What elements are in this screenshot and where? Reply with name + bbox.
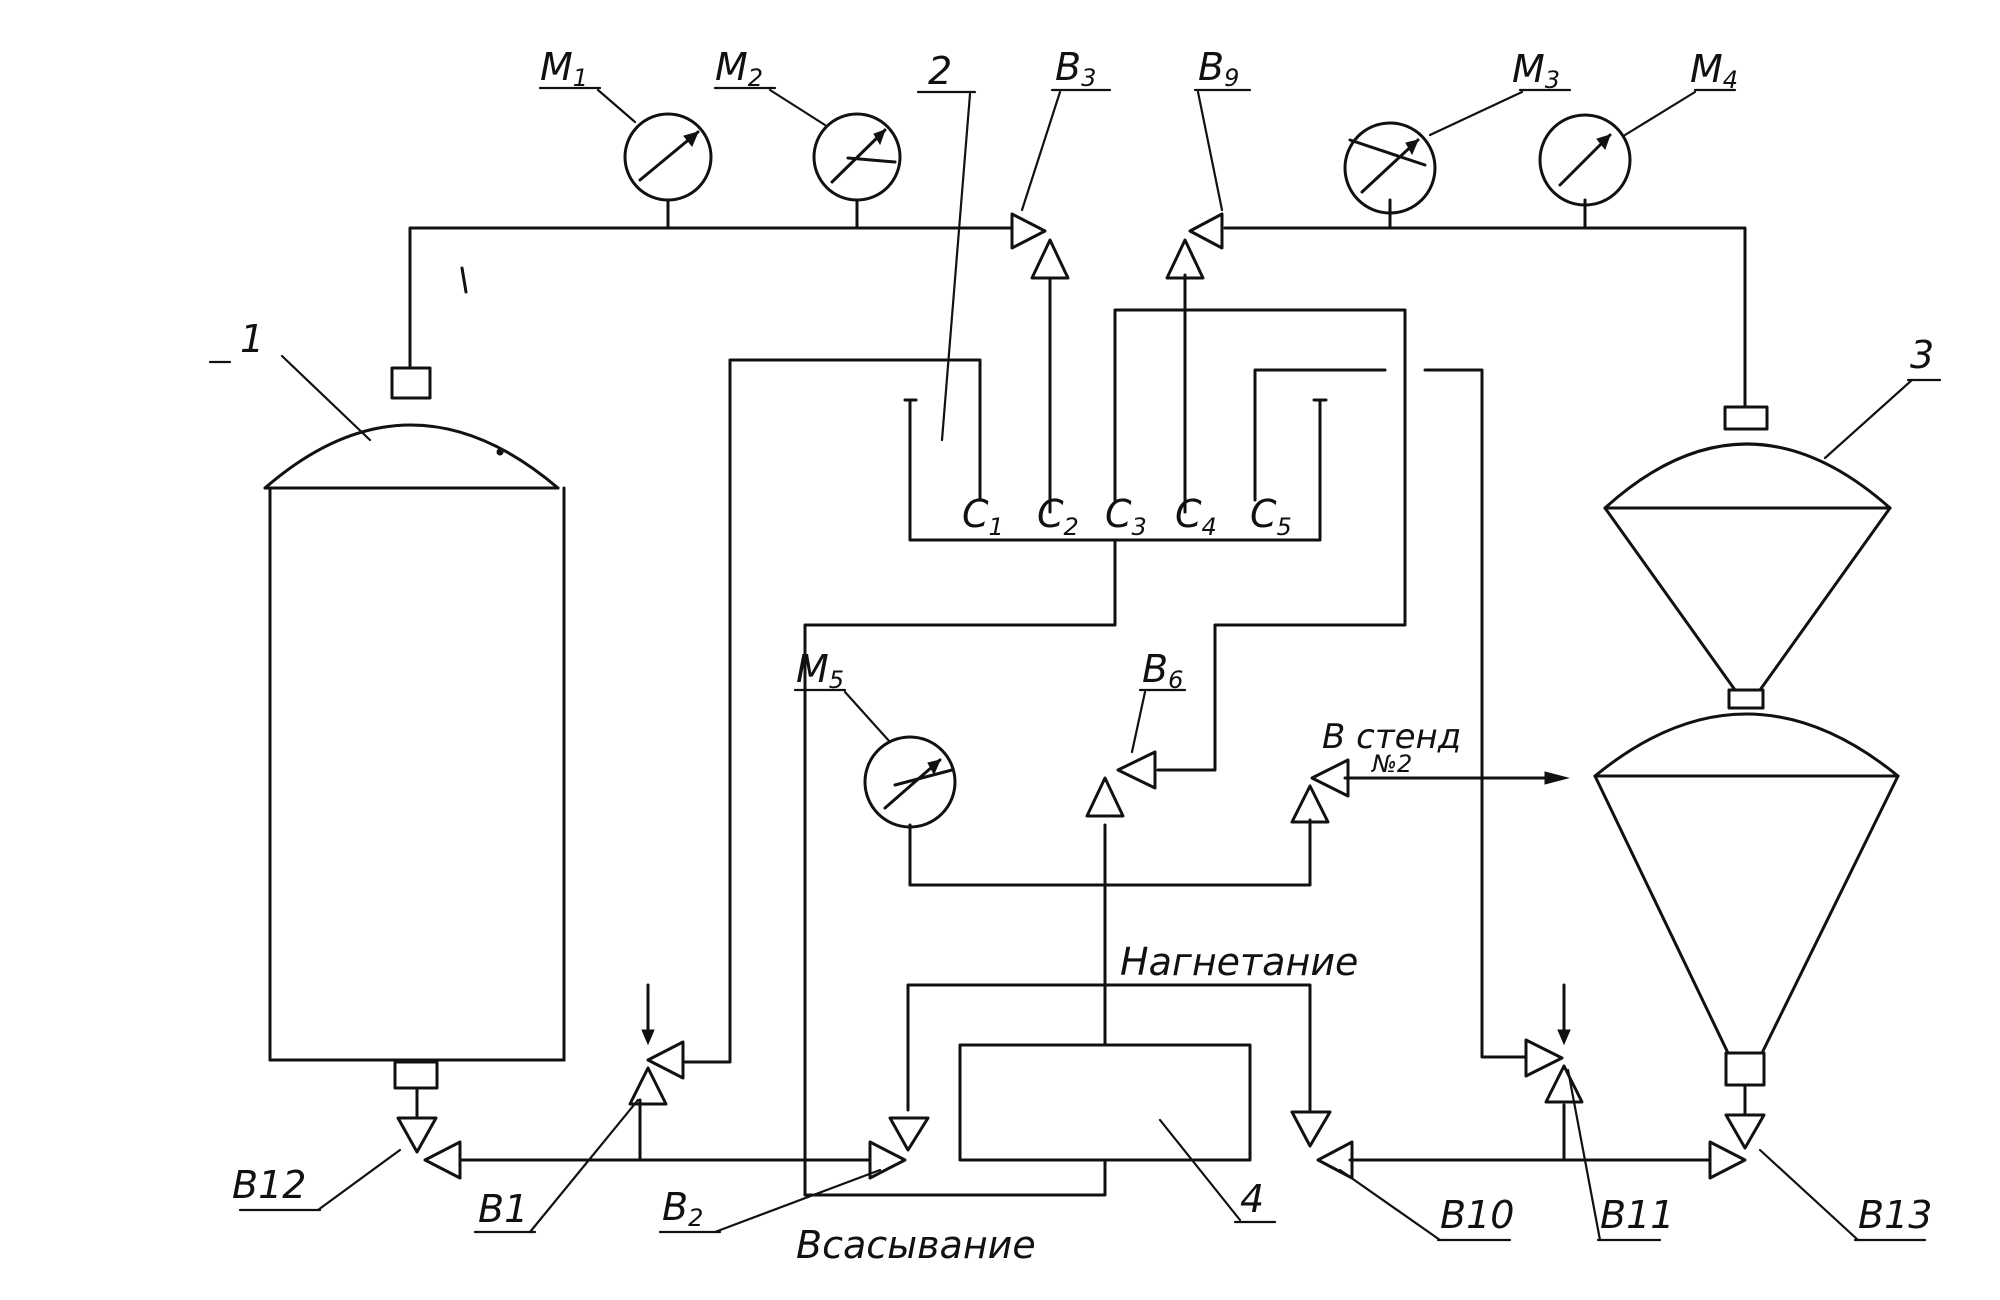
svg-text:B13: B13: [1858, 1193, 1932, 1237]
stand-label: В стенд №2: [1322, 717, 1461, 778]
valve-b6-label: B6: [1130, 647, 1187, 754]
gauge-m4: [1538, 113, 1632, 207]
valve-b13: [1708, 1113, 1766, 1180]
svg-text:1: 1: [240, 317, 264, 361]
svg-text:№2: №2: [1370, 750, 1412, 778]
svg-text:4: 4: [1240, 1177, 1264, 1221]
svg-text:3: 3: [1910, 333, 1934, 377]
svg-text:B3: B3: [1055, 45, 1096, 92]
svg-text:B10: B10: [1440, 1193, 1514, 1237]
valve-b2: [868, 1116, 930, 1180]
valve-b10: [1290, 1110, 1354, 1180]
gauge-m2-label: M2: [713, 45, 827, 127]
gauge-m5: [863, 735, 957, 829]
gauge-m1: [623, 112, 713, 202]
svg-text:M5: M5: [796, 647, 844, 694]
suction-label: Всасывание: [796, 1223, 1036, 1267]
valve-stand: [1290, 758, 1350, 824]
pump-4-label: 4: [1158, 1118, 1277, 1224]
marker-tick: [460, 266, 468, 294]
tank-1-label: 1: [208, 317, 372, 442]
gauge-m5-label: M5: [793, 647, 892, 744]
svg-text:B11: B11: [1600, 1193, 1674, 1237]
valve-b11-label: B11: [1566, 1068, 1674, 1242]
gauge-m3: [1343, 121, 1437, 215]
gauge-m4-label: M4: [1623, 47, 1738, 137]
gauge-m3-label: M3: [1428, 47, 1572, 137]
bath-2-label: 2: [916, 49, 977, 442]
port-c1: C1: [962, 492, 1004, 541]
port-c4: C4: [1175, 492, 1217, 541]
valve-b9-label: B9: [1193, 45, 1252, 212]
svg-text:B12: B12: [232, 1163, 306, 1207]
gauge-m1-label: M1: [538, 45, 637, 124]
valve-b11: [1524, 1038, 1584, 1104]
valve-b6: [1085, 750, 1157, 818]
svg-text:B2: B2: [662, 1185, 703, 1232]
svg-text:B6: B6: [1142, 647, 1183, 694]
tank-1: [263, 366, 566, 1090]
valve-b3: [1010, 212, 1070, 280]
svg-text:В стенд: В стенд: [1322, 717, 1461, 757]
valve-b12: [396, 1116, 462, 1180]
port-c3: C3: [1105, 492, 1147, 541]
svg-text:B1: B1: [478, 1187, 528, 1231]
valve-b10-label: B10: [1338, 1168, 1514, 1242]
discharge-label: Нагнетание: [1120, 940, 1358, 984]
valve-b9: [1165, 212, 1224, 280]
valve-b1-label: B1: [473, 1098, 640, 1234]
valve-b2-label: B2: [658, 1168, 882, 1234]
valve-b1: [628, 1040, 685, 1106]
valve-b3-label: B3: [1020, 45, 1112, 212]
svg-text:B9: B9: [1198, 45, 1239, 92]
pump-4: [958, 1043, 1252, 1162]
svg-text:M3: M3: [1512, 47, 1560, 94]
tank-3-label: 3: [1823, 333, 1942, 460]
svg-text:M4: M4: [1690, 47, 1738, 94]
port-c2: C2: [1037, 492, 1079, 541]
tank-3: [1593, 405, 1900, 1087]
gauge-m2: [812, 112, 902, 202]
svg-text:2: 2: [928, 49, 952, 93]
valve-b13-label: B13: [1758, 1148, 1932, 1242]
valve-b12-label: B12: [232, 1148, 402, 1212]
svg-text:M1: M1: [540, 45, 588, 92]
svg-text:M2: M2: [715, 45, 763, 92]
